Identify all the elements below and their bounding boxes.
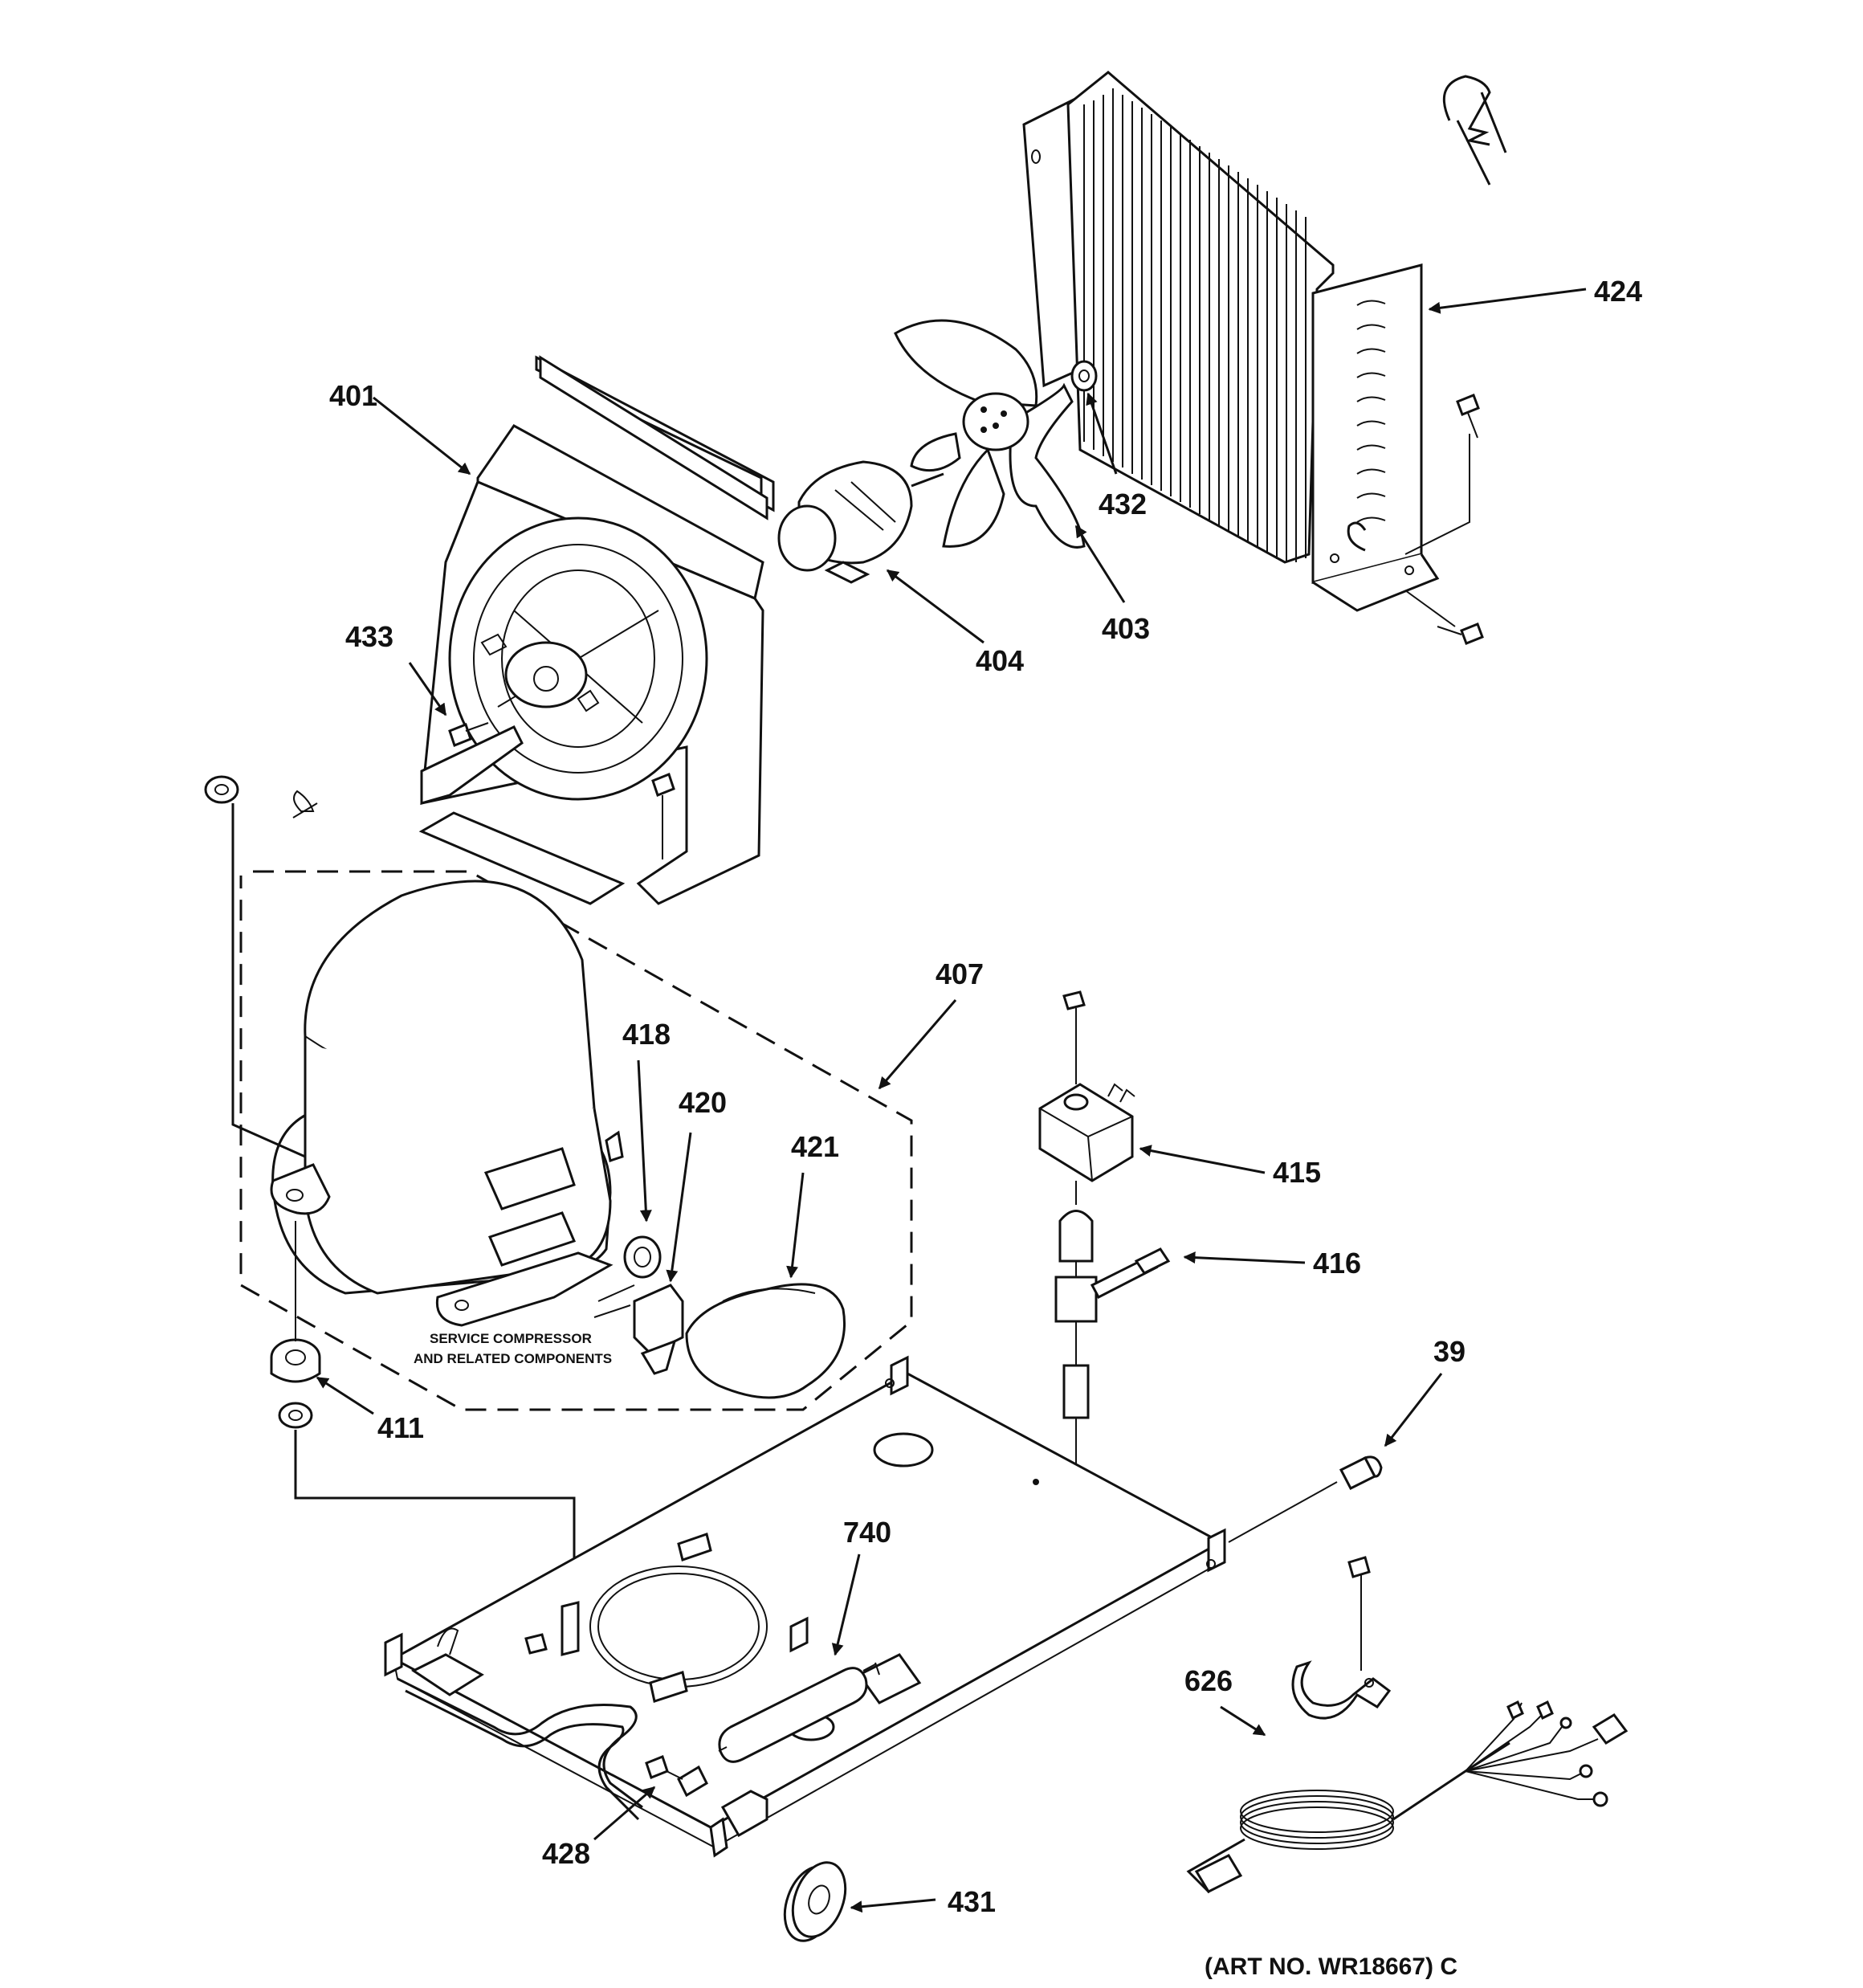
roller-431 bbox=[783, 1861, 847, 1942]
callout-433: 433 bbox=[345, 620, 393, 653]
leader-lines bbox=[316, 288, 1587, 1913]
fan-motor bbox=[777, 460, 944, 584]
art-number: (ART NO. WR18667) C bbox=[1205, 1953, 1457, 1980]
condenser-assembly bbox=[1022, 71, 1507, 645]
callout-431: 431 bbox=[948, 1885, 996, 1918]
compressor bbox=[270, 880, 624, 1327]
callout-407: 407 bbox=[936, 957, 984, 990]
drain-fitting-428 bbox=[645, 1755, 708, 1798]
terminal-cover-421 bbox=[685, 1283, 846, 1399]
base-screw bbox=[524, 1633, 548, 1655]
mount-washer-top bbox=[204, 775, 239, 804]
fan-blade bbox=[894, 319, 1086, 549]
callout-420: 420 bbox=[679, 1086, 727, 1119]
callout-416: 416 bbox=[1313, 1247, 1361, 1280]
grommet-washer bbox=[278, 1402, 313, 1429]
service-note-line1: SERVICE COMPRESSOR bbox=[430, 1331, 592, 1346]
service-note-line2: AND RELATED COMPONENTS bbox=[414, 1351, 612, 1366]
washer-432 bbox=[1070, 360, 1098, 392]
callout-626: 626 bbox=[1184, 1664, 1233, 1697]
filter-drier-740 bbox=[718, 1662, 880, 1763]
callout-401: 401 bbox=[329, 379, 377, 412]
callout-424: 424 bbox=[1594, 275, 1642, 308]
shroud-screw-433 bbox=[448, 722, 489, 747]
cord-clamp bbox=[1291, 1660, 1392, 1720]
overload-418 bbox=[623, 1235, 662, 1279]
callout-421: 421 bbox=[791, 1130, 839, 1163]
base-pan bbox=[384, 1355, 1226, 1858]
condenser-screw-upper bbox=[1456, 394, 1480, 439]
shroud-screw-lower bbox=[651, 773, 675, 859]
valve-body bbox=[1054, 1210, 1098, 1419]
callout-432: 432 bbox=[1099, 488, 1147, 520]
fan-shroud-assembly bbox=[418, 355, 775, 905]
relay-420 bbox=[593, 1284, 684, 1375]
solenoid-coil-415 bbox=[1038, 1083, 1135, 1182]
callout-39: 39 bbox=[1433, 1335, 1466, 1368]
callout-411: 411 bbox=[377, 1411, 424, 1444]
solenoid-screw bbox=[1062, 990, 1086, 1084]
condenser-screw-lower bbox=[1437, 623, 1484, 645]
capillary-416 bbox=[1090, 1247, 1171, 1300]
grommet-411 bbox=[270, 1338, 321, 1383]
power-cord-626 bbox=[1186, 1700, 1629, 1894]
callout-418: 418 bbox=[622, 1018, 671, 1051]
callout-740: 740 bbox=[843, 1516, 891, 1549]
callout-428: 428 bbox=[542, 1837, 590, 1870]
callout-415: 415 bbox=[1273, 1156, 1321, 1189]
cord-clamp-screw bbox=[1347, 1556, 1371, 1671]
callout-404: 404 bbox=[976, 644, 1024, 677]
screw-39 bbox=[1339, 1455, 1383, 1491]
callout-403: 403 bbox=[1102, 612, 1150, 645]
